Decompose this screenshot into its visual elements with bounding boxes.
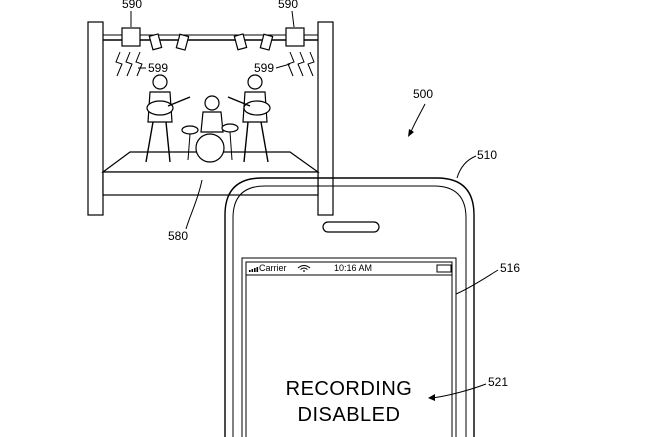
emitter-590-left: [121, 27, 141, 47]
arrow-521: [428, 394, 435, 401]
ref-590-left: 590: [122, 0, 142, 11]
ref-521: 521: [488, 375, 508, 389]
emitter-590-right: [285, 27, 305, 47]
ref-516: 516: [500, 261, 520, 275]
spotlight-3: [233, 33, 248, 51]
phone-screen-outer: [241, 257, 457, 437]
guitarist-right: [227, 74, 271, 163]
wifi-icon: [297, 265, 311, 272]
guitarist-left: [145, 74, 191, 163]
status-bar: Carrier 10:16 AM: [249, 263, 453, 273]
ref-580: 580: [168, 229, 188, 243]
leader-500: [409, 103, 426, 135]
ref-599-right: 599: [254, 61, 274, 75]
leader-510: [456, 155, 477, 179]
stage-right-pillar: [317, 21, 334, 216]
ref-510: 510: [477, 148, 497, 162]
signal-emission-right: [287, 51, 315, 77]
carrier-label: Carrier: [259, 263, 287, 273]
signal-bars-icon: [249, 267, 259, 272]
phone-device: Carrier 10:16 AM RECORDING DISABLED: [224, 177, 475, 437]
clock-label: 10:16 AM: [334, 263, 372, 273]
stage-platform-front: [102, 171, 319, 196]
phone-inner-bezel: [232, 185, 467, 437]
phone-speaker: [322, 221, 380, 233]
leader-516: [455, 269, 499, 295]
recording-disabled-line1: RECORDING: [286, 378, 413, 400]
stage-left-pillar: [87, 21, 104, 216]
arrow-500: [408, 129, 414, 137]
recording-disabled-line2: DISABLED: [298, 404, 401, 426]
ref-500: 500: [413, 87, 433, 101]
signal-emission-left: [115, 51, 143, 77]
spotlight-2: [175, 33, 190, 51]
leader-599-right: [275, 63, 291, 69]
leader-521: [431, 383, 487, 399]
leader-580: [185, 179, 203, 230]
phone-screen: [245, 261, 453, 437]
ref-590-right: 590: [278, 0, 298, 11]
drummer: [181, 95, 239, 163]
stage-scene: [87, 21, 334, 216]
spotlight-4: [259, 33, 274, 51]
battery-icon: [436, 264, 453, 273]
ref-599-left: 599: [148, 61, 168, 75]
spotlight-1: [148, 33, 163, 51]
phone-outer-body: [224, 177, 475, 437]
leader-590-right: [291, 10, 295, 28]
